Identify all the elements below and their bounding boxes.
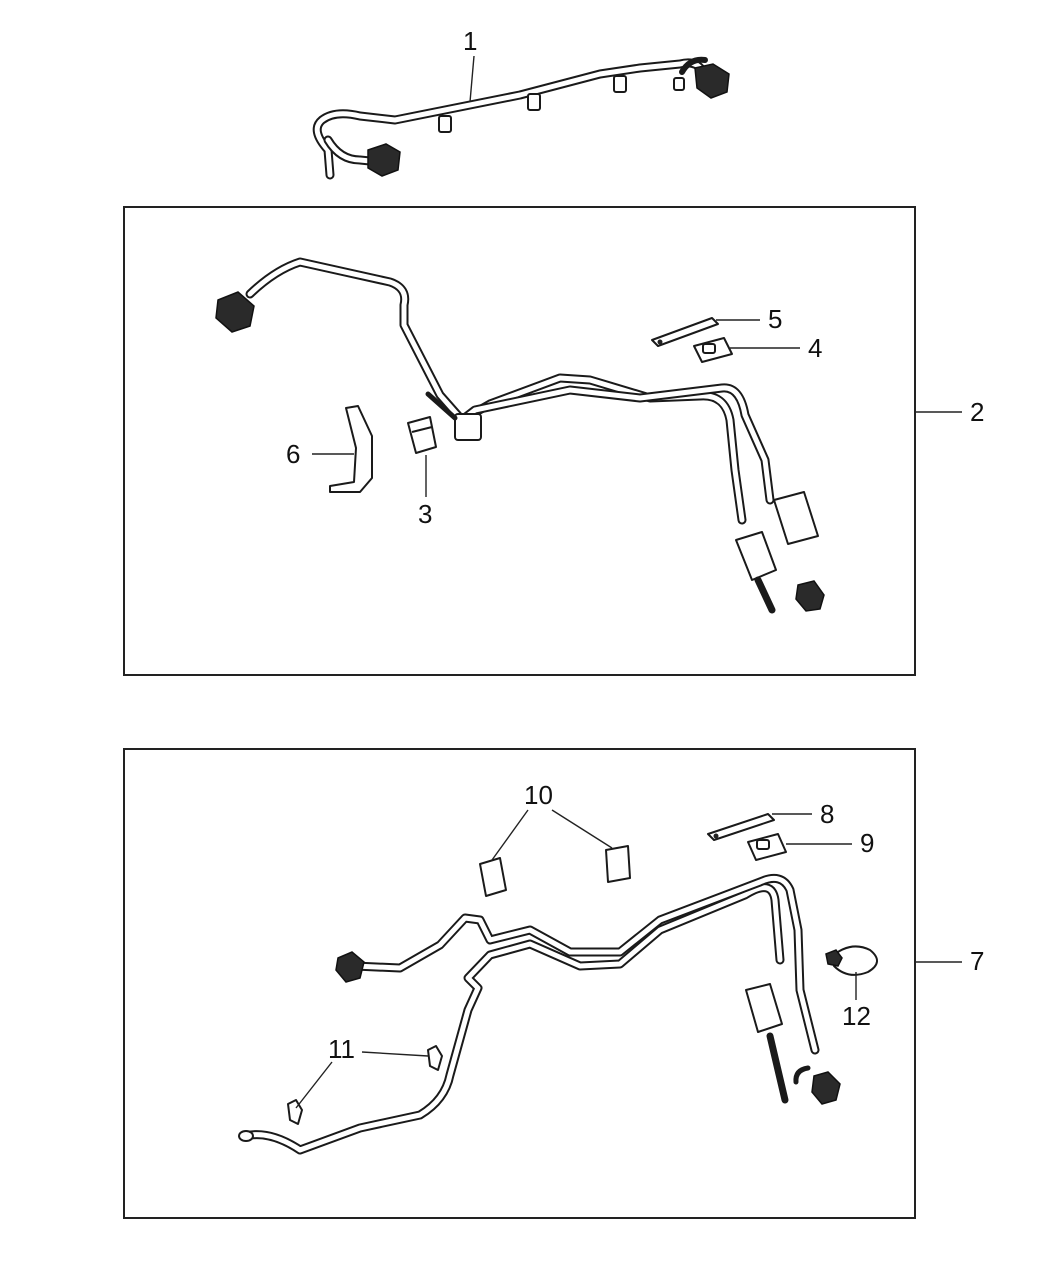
callout-1: 1 bbox=[463, 26, 477, 56]
retainer-4 bbox=[693, 337, 733, 363]
fuel-line-assembly-2 bbox=[215, 257, 825, 614]
callout-12: 12 bbox=[842, 1001, 871, 1031]
harness-assembly-1 bbox=[312, 56, 730, 180]
callout-8: 8 bbox=[820, 799, 834, 829]
bracket-5 bbox=[651, 317, 719, 347]
callout-7: 7 bbox=[970, 946, 984, 976]
leader-11b bbox=[295, 1061, 333, 1109]
fuel-line-assembly-7 bbox=[238, 873, 841, 1155]
bracket-8 bbox=[707, 813, 775, 841]
callout-4: 4 bbox=[808, 333, 822, 363]
callout-3: 3 bbox=[418, 499, 432, 529]
callout-5: 5 bbox=[768, 304, 782, 334]
group-7-frame bbox=[123, 748, 916, 1219]
callout-2: 2 bbox=[970, 397, 984, 427]
callout-11: 11 bbox=[328, 1034, 355, 1064]
clip-3 bbox=[407, 416, 437, 454]
retainer-9 bbox=[747, 833, 787, 861]
leader-1 bbox=[469, 55, 475, 103]
leader-10a bbox=[491, 809, 529, 861]
callout-9: 9 bbox=[860, 828, 874, 858]
group-2-frame bbox=[123, 206, 916, 676]
fasteners-11 bbox=[287, 1045, 443, 1125]
tie-strap-12 bbox=[825, 945, 878, 976]
callout-6: 6 bbox=[286, 439, 300, 469]
leader-10b bbox=[551, 809, 613, 849]
callout-10: 10 bbox=[524, 780, 553, 810]
leader-11a bbox=[361, 1051, 429, 1057]
clips-10 bbox=[479, 845, 631, 897]
bracket-6 bbox=[329, 405, 373, 493]
